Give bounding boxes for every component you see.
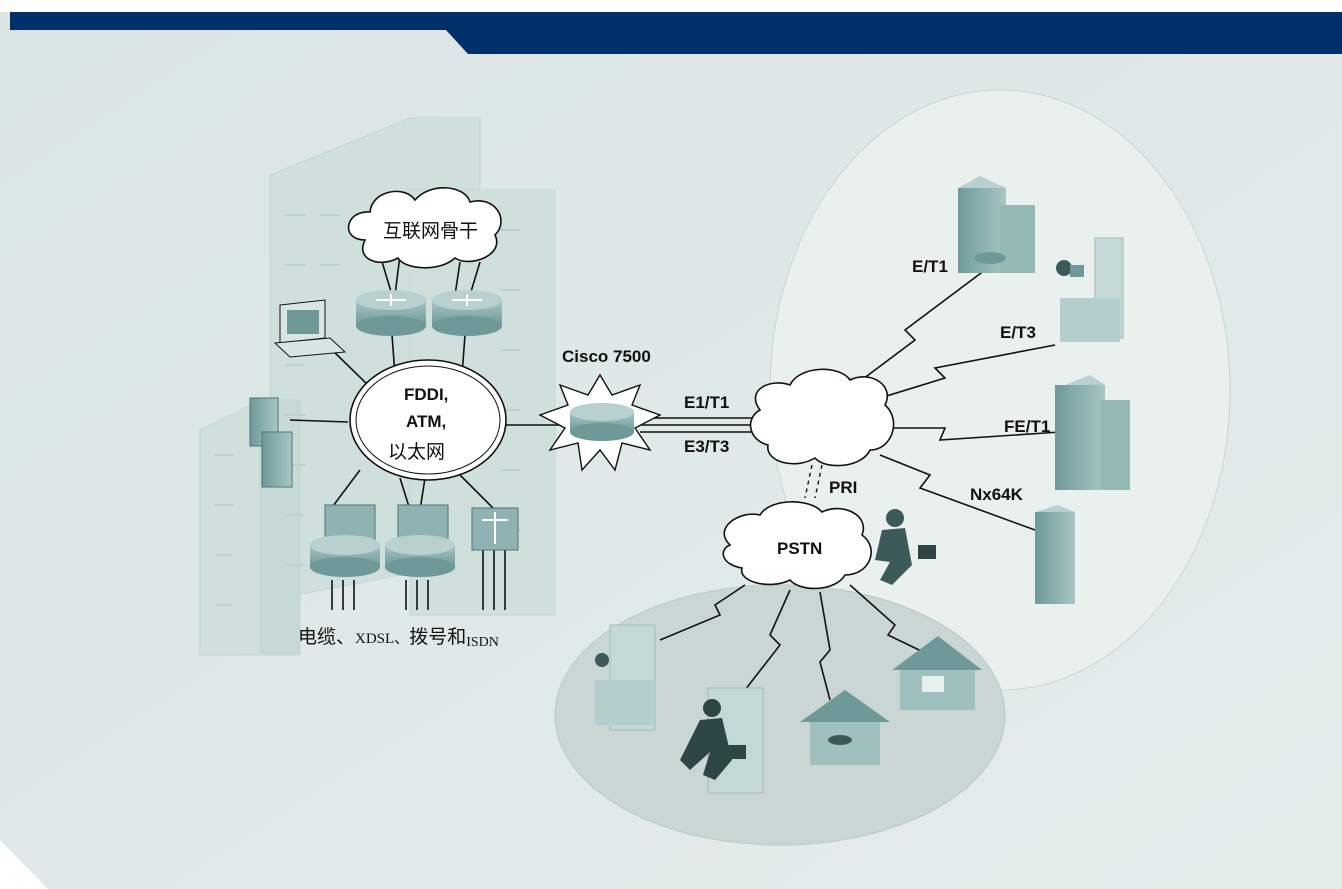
branch-et3-label: E/T3 bbox=[1000, 323, 1036, 342]
pstn-label: PSTN bbox=[777, 539, 822, 558]
branch-fet1-label: FE/T1 bbox=[1004, 417, 1050, 436]
cisco-7500-label: Cisco 7500 bbox=[562, 347, 651, 366]
backbone-cloud bbox=[347, 187, 502, 269]
access-switch bbox=[471, 507, 519, 551]
access-caption-part3: 拨号和 bbox=[409, 626, 466, 648]
wan-cloud bbox=[749, 368, 895, 467]
branch-building-et1 bbox=[958, 176, 1035, 273]
branch-et1-label: E/T1 bbox=[912, 257, 948, 276]
access-caption-part2: XDSL、 bbox=[355, 631, 409, 647]
pstn-cloud bbox=[722, 501, 872, 590]
branch-office-et3 bbox=[1056, 237, 1124, 342]
pri-link bbox=[804, 464, 823, 499]
home-icon-1 bbox=[800, 690, 890, 765]
home-icon-2 bbox=[892, 636, 982, 710]
lan-label-ethernet: 以太网 bbox=[388, 441, 445, 463]
router-backbone-left bbox=[356, 290, 426, 336]
access-router-2 bbox=[385, 504, 455, 577]
branch-building-fet1 bbox=[1055, 375, 1130, 490]
link-lines bbox=[289, 254, 1061, 701]
branch-nx64k-label: Nx64K bbox=[970, 485, 1024, 504]
workstation-icon bbox=[273, 299, 347, 358]
lan-ring-inner bbox=[355, 365, 501, 475]
backbone-cloud-label: 互联网骨干 bbox=[383, 220, 478, 242]
access-caption: 电缆、XDSL、拨号和ISDN bbox=[298, 626, 499, 650]
walking-user-icon bbox=[680, 699, 746, 780]
router-backbone-right bbox=[432, 290, 502, 336]
lan-label-fddi: FDDI, bbox=[404, 385, 448, 404]
access-caption-part1: 电缆、 bbox=[298, 626, 355, 648]
link-e3t3-label: E3/T3 bbox=[684, 437, 729, 456]
branch-building-nx64k bbox=[1035, 505, 1075, 604]
server-icon-bottom bbox=[261, 431, 293, 488]
cisco-7500-router bbox=[538, 373, 662, 472]
access-caption-part4: ISDN bbox=[466, 635, 499, 650]
lan-label-atm: ATM, bbox=[406, 412, 446, 431]
pri-label: PRI bbox=[829, 478, 857, 497]
building-windows bbox=[215, 214, 520, 606]
top-banner-strip bbox=[10, 12, 446, 30]
mobile-user-icon bbox=[875, 509, 936, 585]
lan-ring bbox=[349, 359, 507, 481]
remote-office bbox=[595, 624, 656, 731]
remote-oval bbox=[554, 584, 1006, 846]
link-e1t1-label: E1/T1 bbox=[684, 393, 729, 412]
access-router-1 bbox=[310, 504, 380, 577]
